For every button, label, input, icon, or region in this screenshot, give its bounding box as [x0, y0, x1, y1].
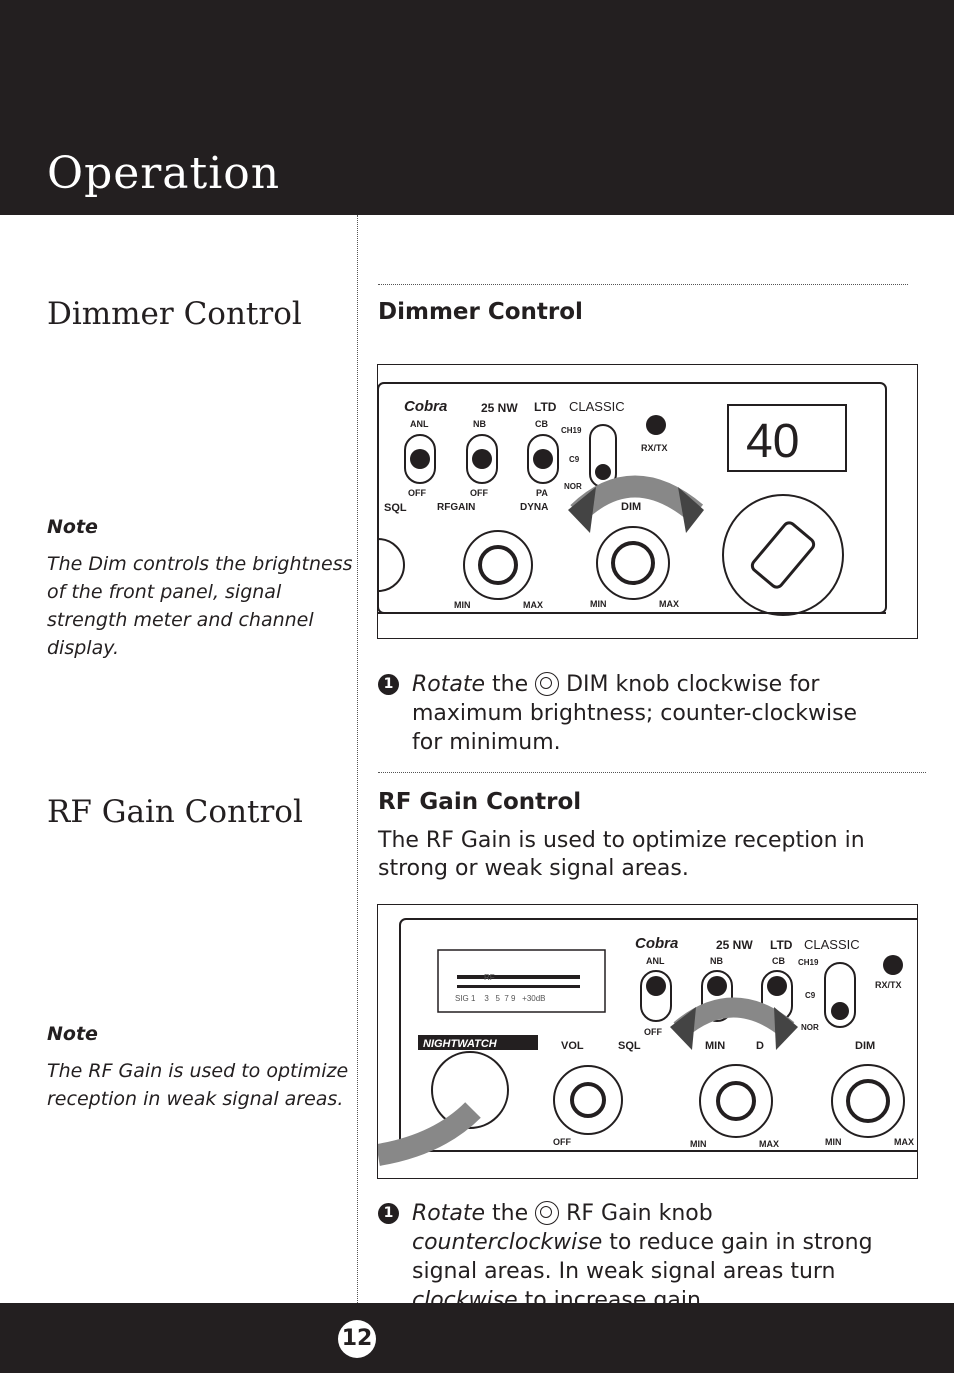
radio-panel-label: MAX — [894, 1137, 914, 1147]
radio-panel-label: SQL — [384, 502, 407, 514]
radio-panel-label: MAX — [523, 600, 543, 610]
radio-panel-label: RX/TX — [875, 980, 902, 990]
rf-meter-scale: SIG 1 3 5 7 9 +30dB — [455, 994, 546, 1003]
radio-panel-label: C9 — [805, 991, 816, 1000]
column-divider — [357, 215, 358, 1303]
rf-gain-section-title: RF Gain Control — [378, 789, 582, 815]
radio-panel-label: D — [756, 1040, 764, 1052]
dimmer-section-title: Dimmer Control — [378, 299, 583, 325]
step-number-badge: 1 — [378, 674, 399, 695]
radio-panel-label: CB — [772, 956, 785, 966]
ltd-label: LTD — [770, 938, 793, 952]
model-label: 25 NW — [716, 938, 753, 952]
step-number-badge: 1 — [378, 1203, 399, 1224]
radio-panel-label: VOL — [561, 1040, 584, 1052]
radio-panel-label: CH19 — [798, 958, 819, 967]
dimmer-step-text: Rotate the DIM knob clockwise for maximu… — [412, 672, 858, 755]
radio-panel-label: NOR — [564, 482, 582, 491]
rf-gain-side-title: RF Gain Control — [47, 794, 303, 830]
rf-gain-radio-illustration: RF SIG 1 3 5 7 9 +30dB NIGHTWATCH Cobra … — [377, 904, 918, 1179]
dimmer-note-label: Note — [47, 516, 98, 538]
radio-panel-label: MIN — [590, 599, 607, 609]
section-divider-middle — [378, 772, 926, 773]
radio-panel-label: C9 — [569, 455, 580, 464]
radio-panel-label: OFF — [644, 1027, 662, 1037]
dim-knob-icon — [535, 672, 560, 696]
radio-panel-label: OFF — [470, 488, 488, 498]
radio-panel-label: CH19 — [561, 426, 582, 435]
classic-label: CLASSIC — [569, 399, 625, 414]
radio-panel-label: CB — [535, 419, 548, 429]
radio-panel-label: DIM — [621, 501, 641, 513]
radio-panel-label: SQL — [618, 1040, 641, 1052]
radio-panel-label: OFF — [553, 1137, 571, 1147]
radio-panel-label: MAX — [659, 599, 679, 609]
radio-panel-label: ANL — [410, 419, 429, 429]
radio-panel-label: NB — [710, 956, 723, 966]
brand-logo: Cobra — [404, 398, 447, 415]
rf-gain-knob-icon — [535, 1201, 560, 1225]
radio-panel-label: RFGAIN — [437, 502, 475, 513]
radio-panel-label: MIN — [690, 1139, 707, 1149]
page-footer — [0, 1303, 954, 1373]
radio-panel-label: MAX — [759, 1139, 779, 1149]
radio-panel-label: RX/TX — [641, 443, 668, 453]
brand-logo: Cobra — [635, 935, 678, 952]
rf-gain-note-label: Note — [47, 1023, 98, 1045]
rf-gain-step-text: Rotate the RF Gain knob counterclockwise… — [412, 1201, 873, 1313]
rf-gain-note-text: The RF Gain is used to optimize receptio… — [47, 1060, 349, 1110]
rf-meter-label: RF — [484, 973, 495, 982]
dimmer-radio-illustration: Cobra 25 NW LTD CLASSIC ANL NB CB CH19 C… — [377, 364, 918, 639]
radio-panel-label: MIN — [825, 1137, 842, 1147]
classic-label: CLASSIC — [804, 937, 860, 952]
section-divider-top — [378, 284, 908, 285]
rf-gain-intro: The RF Gain is used to optimize receptio… — [378, 828, 865, 881]
radio-panel-label: MIN — [705, 1040, 725, 1052]
dimmer-note-text: The Dim controls the brightness of the f… — [47, 553, 353, 659]
page-number: 12 — [338, 1320, 376, 1358]
channel-display: 40 — [746, 415, 799, 468]
radio-panel-label: DIM — [855, 1040, 875, 1052]
radio-panel-label: NB — [473, 419, 486, 429]
radio-panel-label: ANL — [646, 956, 665, 966]
radio-panel-label: NOR — [801, 1023, 819, 1032]
radio-panel-label: DYNA — [520, 502, 548, 513]
radio-panel-label: OFF — [408, 488, 426, 498]
dimmer-side-title: Dimmer Control — [47, 296, 302, 332]
ltd-label: LTD — [534, 400, 557, 414]
model-label: 25 NW — [481, 401, 518, 415]
radio-panel-label: PA — [536, 488, 548, 498]
radio-panel-label: MIN — [454, 600, 471, 610]
nightwatch-logo: NIGHTWATCH — [423, 1038, 498, 1050]
page-title: Operation — [47, 148, 281, 199]
page-header: Operation — [0, 0, 954, 215]
